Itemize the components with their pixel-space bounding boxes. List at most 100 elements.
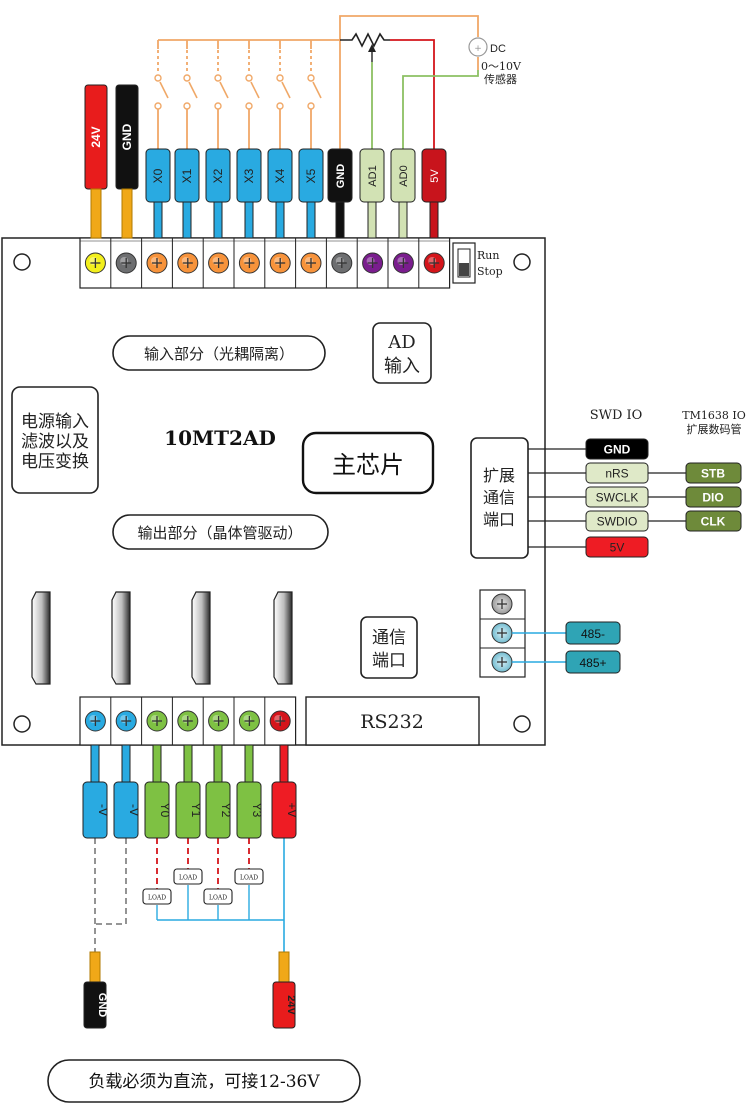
comm-port-line-2: 端口 xyxy=(372,651,406,671)
top-terminal-screw xyxy=(238,252,260,274)
rs485-pins: 485- 485+ xyxy=(565,621,621,674)
run-stop-switch-knob xyxy=(459,263,469,276)
mount-hole xyxy=(13,253,31,271)
top-terminal-screw xyxy=(392,252,414,274)
comm-port-line-1: 通信 xyxy=(372,628,406,648)
input-pin-x2: X2 xyxy=(205,148,231,239)
probe-24v: 24V xyxy=(84,84,108,239)
bottom-terminal-screw xyxy=(238,710,260,732)
comm-port-block xyxy=(360,616,418,679)
output-section-label-box xyxy=(112,514,329,550)
output-connector xyxy=(31,591,51,685)
tm1638-title-1: TM1638 IO xyxy=(682,409,745,422)
tm1638-pin-label: DIO xyxy=(702,491,723,505)
output-pin: -V xyxy=(82,744,110,839)
top-terminal-screw xyxy=(208,252,230,274)
top-terminal-screw xyxy=(146,252,168,274)
tm1638-pin-stb: STB xyxy=(685,462,742,484)
pin-ad1: AD1 xyxy=(359,148,385,239)
output-pin: Y1 xyxy=(175,744,203,839)
top-terminal-screw xyxy=(362,252,384,274)
top-terminal-screw xyxy=(115,252,137,274)
pin-label: GND xyxy=(335,164,347,189)
pin-label: AD0 xyxy=(398,165,410,186)
load-label: LOAD xyxy=(209,895,227,902)
load-label: LOAD xyxy=(148,895,166,902)
mount-hole xyxy=(13,715,31,733)
rs485-pin-label: 485- xyxy=(581,627,605,641)
swd-pin-swclk: SWCLK xyxy=(585,486,649,508)
rs232-label: RS232 xyxy=(360,711,424,733)
output-connectors xyxy=(31,591,293,685)
output-pin: Y3 xyxy=(236,744,264,839)
input-switch-icon xyxy=(307,40,322,150)
output-pin-label: Y3 xyxy=(250,803,264,818)
dc-sensor-label-2: 0～10V xyxy=(481,60,522,73)
rs485-pin: 485- xyxy=(565,621,621,645)
output-pin-label: Y0 xyxy=(158,803,172,818)
probe-bottom-24v: 24V xyxy=(272,951,297,1029)
tm1638-pin-label: CLK xyxy=(701,515,726,529)
bottom-terminal-screw xyxy=(84,710,106,732)
input-pin-x1: X1 xyxy=(174,148,200,239)
input-pin-x5: X5 xyxy=(298,148,324,239)
swd-pin-label: GND xyxy=(604,443,631,457)
top-terminal-screw xyxy=(269,252,291,274)
input-switch-icon xyxy=(245,40,260,150)
input-pin-label: X0 xyxy=(151,168,165,183)
load-icon: LOAD xyxy=(234,868,264,885)
output-pin-label: Y1 xyxy=(189,803,203,818)
rs485-pin-label: 485+ xyxy=(579,656,606,670)
ad-input-line-2: 输入 xyxy=(384,356,420,377)
load-label: LOAD xyxy=(179,875,197,882)
input-pin-label: X2 xyxy=(211,168,225,183)
top-probes: 24V GND xyxy=(84,84,139,239)
probe-label: GND xyxy=(120,123,134,150)
top-terminal-screw xyxy=(177,252,199,274)
bottom-terminal-screw xyxy=(115,710,137,732)
output-pin-label: -V xyxy=(127,804,141,816)
output-pin-label: +V xyxy=(285,802,299,817)
output-pin-label: Y2 xyxy=(219,803,233,818)
input-switch-icon xyxy=(183,40,198,150)
bottom-terminal-screw xyxy=(269,710,291,732)
5v-wire xyxy=(390,39,435,150)
dc-sensor-icon: + xyxy=(468,37,488,57)
input-pin-label: X4 xyxy=(273,168,287,183)
probe-bottom-gnd: GND xyxy=(83,951,108,1029)
pin-gnd: GND xyxy=(327,148,353,239)
top-terminal-screw xyxy=(331,252,353,274)
swd-pin-label: 5V xyxy=(610,541,625,555)
input-switch-icon xyxy=(154,50,169,150)
input-section-label: 输入部分（光耦隔离） xyxy=(144,345,294,363)
probe-label: 24V xyxy=(89,126,103,147)
load-icon: LOAD xyxy=(203,888,233,905)
input-section-label-box xyxy=(112,335,326,371)
power-block xyxy=(11,386,99,494)
ad-input-block xyxy=(372,322,432,384)
output-pin: +V xyxy=(271,744,299,839)
swd-title: SWD IO xyxy=(590,408,643,423)
pin-label: 5V xyxy=(429,169,441,183)
expansion-port-line-3: 端口 xyxy=(483,510,515,529)
input-pin-label: X5 xyxy=(304,168,318,183)
swd-pin-gnd: GND xyxy=(585,438,649,460)
swd-pin-label: SWDIO xyxy=(597,515,638,529)
expansion-port-block xyxy=(470,437,529,559)
ad-input-line-1: AD xyxy=(387,332,415,353)
output-pin: -V xyxy=(113,744,141,839)
top-terminal-screw xyxy=(423,252,445,274)
rs485-pin: 485+ xyxy=(565,650,621,674)
bottom-terminal-screw xyxy=(177,710,199,732)
tm1638-title-2: 扩展数码管 xyxy=(687,422,742,436)
power-block-line-2: 滤波以及 xyxy=(21,432,89,452)
probe-label: GND xyxy=(96,993,108,1018)
power-block-line-1: 电源输入 xyxy=(21,412,89,432)
power-block-line-3: 电压变换 xyxy=(21,452,89,472)
run-label: Run xyxy=(477,249,499,262)
rs485-screw-gnd xyxy=(491,593,513,615)
bottom-probes: GND 24V xyxy=(83,951,297,1029)
bottom-terminal-strip xyxy=(79,696,297,746)
